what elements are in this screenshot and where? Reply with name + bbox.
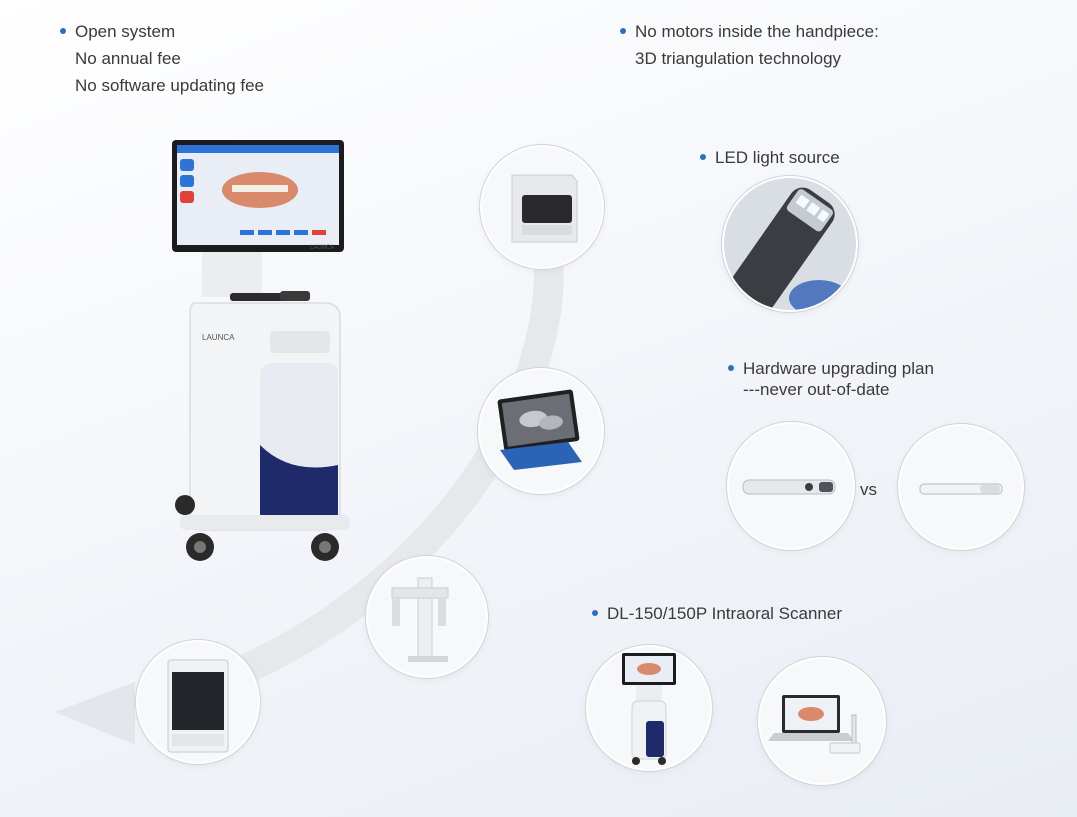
- feature-title: LED light source: [715, 148, 840, 167]
- svg-text:LAUNCA: LAUNCA: [310, 245, 334, 251]
- handpiece-old-image: [742, 479, 836, 495]
- milling-machine-circle: [136, 640, 260, 764]
- feature-title: Open system: [75, 22, 176, 41]
- led-handpiece-image: [724, 178, 856, 310]
- handpiece-new-circle: [898, 424, 1024, 550]
- lab-scanner-circle: [480, 145, 604, 269]
- bullet-dot: [728, 364, 734, 371]
- feature-line: ---never out-of-date: [743, 380, 890, 399]
- tablet-circle: [478, 368, 604, 494]
- milling-machine-image: [167, 659, 229, 753]
- feature-title: No motors inside the handpiece:: [635, 22, 879, 41]
- feature-scanner: DL-150/150P Intraoral Scanner: [592, 600, 842, 627]
- bullet-dot: [620, 27, 626, 34]
- handpiece-new-image: [919, 483, 1003, 495]
- svg-text:LAUNCA: LAUNCA: [202, 333, 235, 342]
- feature-line: No annual fee: [75, 49, 181, 68]
- feature-open-system: Open system No annual fee No software up…: [60, 18, 264, 99]
- laptop-system-circle: [758, 657, 886, 785]
- handpiece-old-circle: [727, 422, 855, 550]
- cart-system-image: [622, 653, 676, 765]
- feature-no-motors: No motors inside the handpiece: 3D trian…: [620, 18, 879, 72]
- panoramic-xray-circle: [366, 556, 488, 678]
- panoramic-xray-image: [391, 577, 449, 662]
- bullet-dot: [700, 153, 706, 160]
- laptop-system-image: [768, 695, 861, 754]
- led-handpiece-circle: [722, 176, 858, 312]
- vs-label: vs: [860, 480, 877, 499]
- lab-scanner-image: [511, 174, 578, 243]
- feature-title: DL-150/150P Intraoral Scanner: [607, 604, 843, 623]
- cart-system-circle: [586, 645, 712, 771]
- bullet-dot: [592, 609, 598, 616]
- bullet-dot: [60, 27, 66, 34]
- feature-led: LED light source: [700, 144, 840, 171]
- tablet-image: [497, 389, 582, 470]
- feature-line: No software updating fee: [75, 76, 265, 95]
- feature-title: Hardware upgrading plan: [743, 359, 934, 378]
- scanner-cart-image: LAUNCA LAUNCA: [172, 140, 350, 561]
- feature-hardware: Hardware upgrading plan ---never out-of-…: [728, 358, 934, 400]
- feature-line: 3D triangulation technology: [635, 49, 842, 68]
